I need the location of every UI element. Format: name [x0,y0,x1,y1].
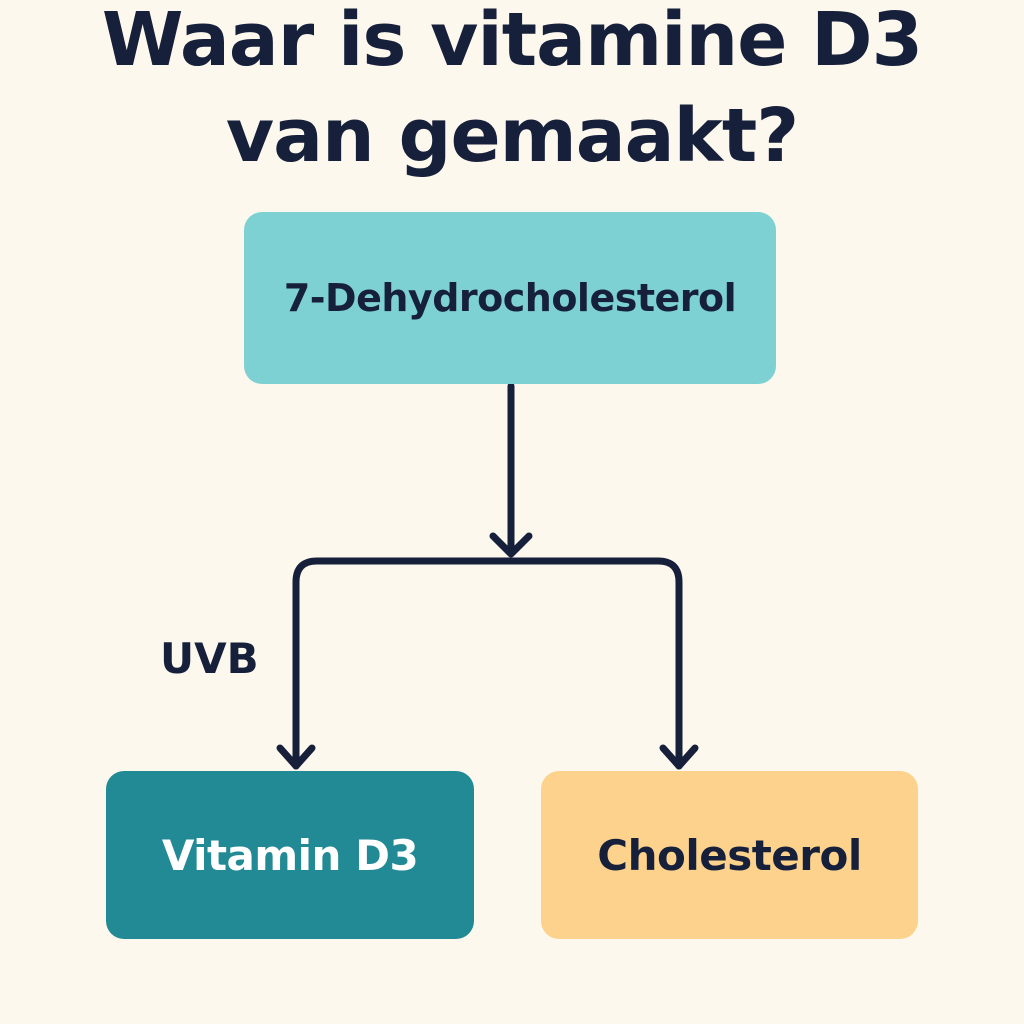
connector-branch [292,557,683,770]
node-cholesterol: Cholesterol [541,771,918,939]
title-line-1: Waar is vitamine D3 [101,0,923,83]
diagram-title: Waar is vitamine D3 van gemaakt? [0,0,1024,184]
arrowhead-right [659,744,699,770]
arrowhead-source [489,532,533,558]
node-7-dehydrocholesterol: 7-Dehydrocholesterol [244,212,776,384]
edge-label-uvb: UVB [160,634,259,683]
title-line-2: van gemaakt? [225,93,799,179]
node-vitamin-d3: Vitamin D3 [106,771,474,939]
arrowhead-left [276,744,316,770]
